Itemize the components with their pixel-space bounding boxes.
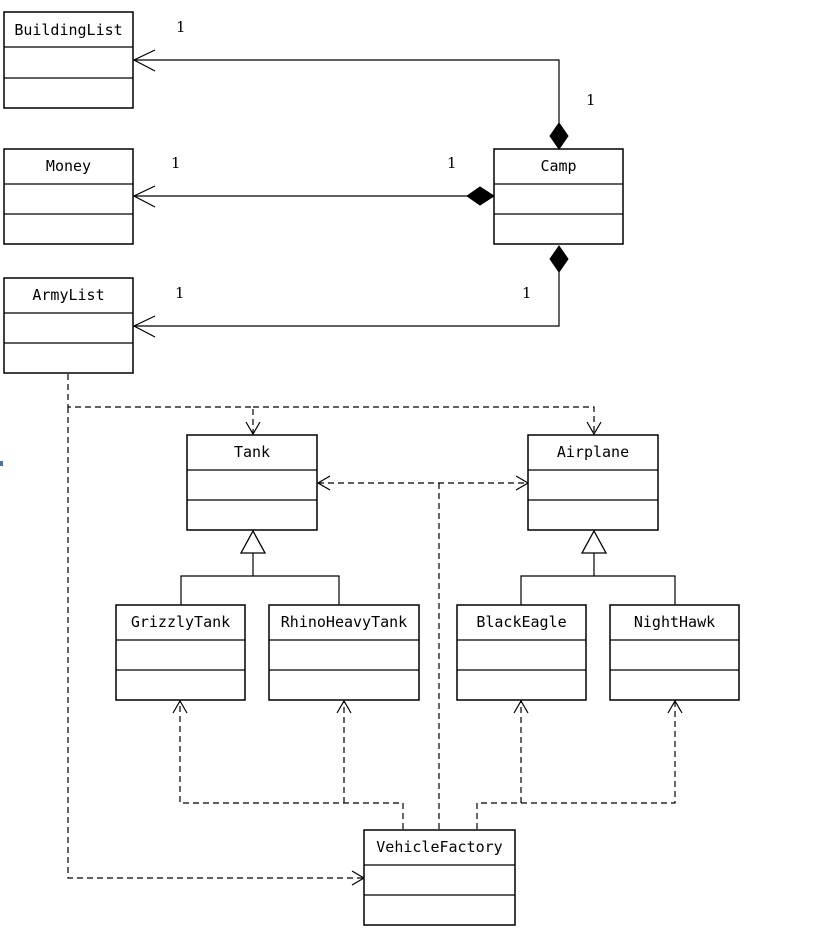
composition-camp-money <box>132 185 495 208</box>
dependency-vehiclefactory-blackeagle-nighthawk <box>476 699 683 829</box>
generalization-airplane <box>520 529 676 605</box>
multiplicity-camp-buildinglist: 1 <box>586 91 596 109</box>
class-name-armylist: ArmyList <box>32 286 104 304</box>
class-camp: Camp <box>493 148 624 245</box>
class-name-vehiclefactory: VehicleFactory <box>376 838 502 856</box>
multiplicity-camp-armylist: 1 <box>522 284 532 302</box>
class-name-camp: Camp <box>540 157 576 175</box>
multiplicity-money: 1 <box>171 154 181 172</box>
class-name-money: Money <box>46 157 91 175</box>
class-buildinglist: BuildingList <box>3 11 134 109</box>
class-money: Money <box>3 148 134 245</box>
composition-camp-buildinglist <box>132 49 569 150</box>
dependency-armylist-airplane <box>253 406 602 436</box>
multiplicity-camp-money: 1 <box>447 154 457 172</box>
class-grizzlytank: GrizzlyTank <box>115 604 246 701</box>
class-tank: Tank <box>186 434 318 531</box>
class-name-airplane: Airplane <box>557 443 629 461</box>
dependency-vehiclefactory-grizzly-rhino <box>172 699 404 829</box>
class-name-tank: Tank <box>234 443 270 461</box>
class-vehiclefactory: VehicleFactory <box>363 829 516 926</box>
class-blackeagle: BlackEagle <box>456 604 587 701</box>
class-rhinoheavytank: RhinoHeavyTank <box>268 604 420 701</box>
multiplicity-armylist: 1 <box>175 284 185 302</box>
class-name-buildinglist: BuildingList <box>14 21 122 39</box>
class-armylist: ArmyList <box>3 277 134 374</box>
dependency-armylist-tank <box>67 374 261 436</box>
class-name-grizzlytank: GrizzlyTank <box>131 613 230 631</box>
class-name-blackeagle: BlackEagle <box>476 613 566 631</box>
class-nighthawk: NightHawk <box>609 604 740 701</box>
class-airplane: Airplane <box>527 434 659 531</box>
class-name-nighthawk: NightHawk <box>634 613 715 631</box>
class-name-rhinoheavytank: RhinoHeavyTank <box>281 613 407 631</box>
edge-marker <box>0 461 3 466</box>
generalization-tank <box>180 529 340 605</box>
multiplicity-buildinglist: 1 <box>176 18 186 36</box>
composition-camp-armylist <box>132 245 569 338</box>
